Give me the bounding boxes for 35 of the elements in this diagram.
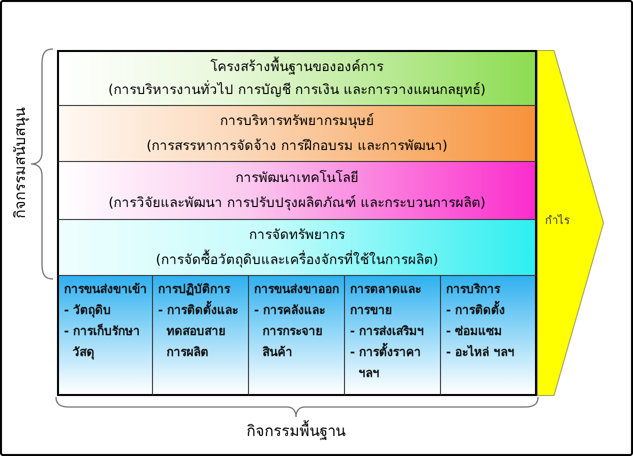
primary-activity-cell xyxy=(441,276,537,396)
activity-item: - ซ่อมแซม xyxy=(446,323,502,340)
band-title: การบริหารทรัพยากรมนุษย์ xyxy=(220,112,374,130)
support-activity-band xyxy=(57,162,537,220)
activity-heading: การบริการ xyxy=(446,281,500,298)
activity-item: - การคลังและการกระจายสินค้า xyxy=(254,302,326,361)
activity-item: - การติดตั้ง xyxy=(446,300,506,321)
support-activity-band xyxy=(57,106,537,162)
primary-activity-cell xyxy=(345,276,441,396)
activity-heading: การตลาดและการขาย xyxy=(350,281,422,319)
activity-item: - การติดตั้งและทดสอบสายการผลิต xyxy=(158,300,245,363)
section-label: กิจกรรมสนับสนุน xyxy=(10,108,30,218)
arrow-label: กำไร xyxy=(545,213,570,229)
activity-item: - การส่งเสริมฯ xyxy=(350,323,424,340)
activity-heading: การขนส่งขาเข้า xyxy=(64,281,147,298)
band-description: (การจัดซื้อวัตถุดิบและเครื่องจักรที่ใช้ในการผลิต) xyxy=(156,250,438,269)
band-title: โครงสร้างพื้นฐานขององค์การ xyxy=(210,58,384,76)
support-activity-band xyxy=(57,50,537,106)
activity-heading: การปฏิบัติการ xyxy=(158,281,230,298)
activity-item: - วัตถุดิบ xyxy=(64,302,112,320)
section-label: กิจกรรมพื้นฐาน xyxy=(246,419,346,442)
activity-item: - การเก็บรักษาวัสดุ xyxy=(64,322,142,362)
band-description: (การบริหารงานทั่วไป การบัญชี การเงิน และการวางแผนกลยุทธ์) xyxy=(108,81,486,100)
band-title: การจัดทรัพยากร xyxy=(249,226,345,244)
band-title: การพัฒนาเทคโนโลยี xyxy=(236,169,358,187)
activity-item: - การตั้งราคา ฯลฯ xyxy=(350,342,437,384)
primary-activity-cell xyxy=(57,276,153,396)
activity-heading: การขนส่งขาออก xyxy=(254,281,339,298)
support-activity-band xyxy=(57,220,537,276)
primary-activity-cell xyxy=(153,276,249,396)
primary-activity-cell xyxy=(249,276,345,396)
margin-arrow xyxy=(537,50,604,396)
band-description: (การวิจัยและพัฒนา การปรับปรุงผลิตภัณฑ์ และกระบวนการผลิต) xyxy=(108,194,486,212)
band-description: (การสรรหาการจัดจ้าง การฝึกอบรม และการพัฒนา) xyxy=(146,136,448,155)
activity-item: - อะไหล่ ฯลฯ xyxy=(446,344,514,361)
